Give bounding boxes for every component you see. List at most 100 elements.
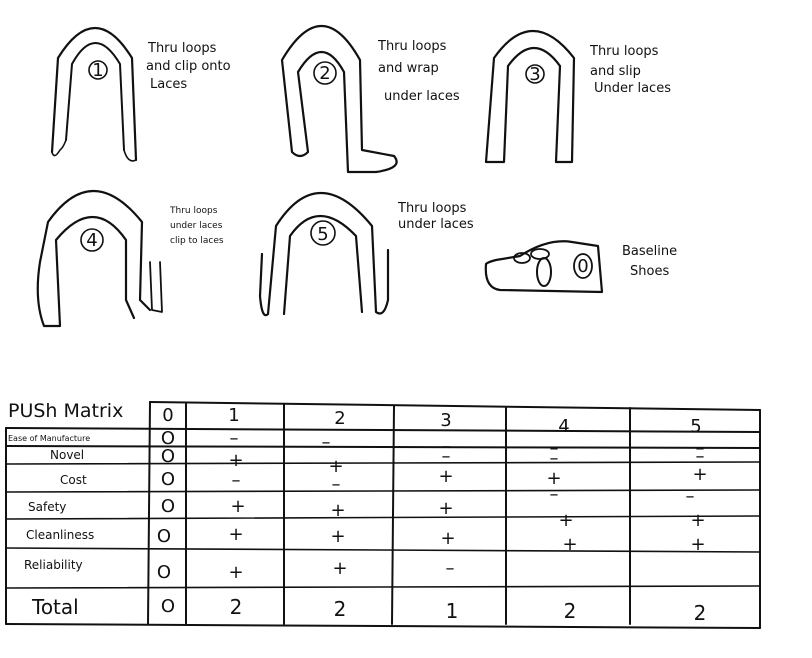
- matrix-cell: –: [230, 428, 239, 449]
- concept-5-number-circle: [310, 220, 336, 246]
- matrix-row-label: Reliability: [24, 558, 83, 572]
- concept-4-outer-outline: [36, 189, 152, 328]
- concept-1-number: 1: [92, 60, 103, 81]
- baseline-caption-line-2: Shoes: [630, 264, 669, 279]
- matrix-cell: +: [228, 524, 243, 545]
- concept-1-left-clip-tip: [51, 139, 67, 157]
- baseline-shoe: 0 Baseline Shoes: [484, 240, 677, 294]
- concept-3-number-circle: [525, 64, 545, 84]
- concept-1-outer-outline: [50, 27, 138, 162]
- matrix-cell: –: [446, 558, 455, 579]
- concept-4-right-clip: [149, 261, 163, 313]
- concept-1-right-clip-tip: [123, 149, 137, 162]
- concept-5-caption-line-1: Thru loops: [397, 201, 467, 216]
- concept-2-outer-outline: [280, 24, 398, 174]
- concept-3-caption-line-1: Thru loops: [589, 44, 659, 59]
- matrix-row-safety: Safety O + + + – –: [28, 484, 695, 521]
- matrix-cell: –: [550, 484, 559, 505]
- baseline-shoe-number: 0: [577, 256, 588, 277]
- matrix-cell: +: [230, 496, 245, 517]
- matrix-cell: –: [322, 432, 331, 453]
- matrix-cell: +: [228, 562, 243, 583]
- matrix-cell: –: [442, 446, 451, 467]
- concept-3-number: 3: [529, 64, 540, 85]
- concept-1-inner-outline: [65, 42, 125, 151]
- matrix-column-header: 5: [690, 416, 701, 437]
- concept-2-caption-line-2: and wrap: [378, 61, 439, 76]
- matrix-cell: –: [686, 486, 695, 507]
- baseline-caption-line-1: Baseline: [622, 244, 677, 259]
- concept-4: 4 Thru loops under laces clip to laces: [36, 189, 224, 328]
- concept-1-number-circle: [88, 60, 108, 80]
- matrix-cell: –: [550, 448, 559, 469]
- baseline-shoe-lace-loop-1: [513, 252, 531, 264]
- matrix-cell: O: [161, 496, 175, 517]
- matrix-row-ease-of-manufacture: Ease of Manufacture O – – – – –: [8, 428, 705, 459]
- concept-2-number: 2: [319, 63, 330, 84]
- matrix-cell: O: [157, 526, 171, 547]
- matrix-cell: +: [438, 466, 453, 487]
- matrix-cell: O: [161, 428, 175, 449]
- matrix-cell: –: [696, 446, 705, 467]
- matrix-cell: +: [692, 464, 707, 485]
- concept-3-caption-line-3: Under laces: [594, 81, 671, 96]
- matrix-cell: +: [330, 526, 345, 547]
- concept-4-caption-line-2: under laces: [170, 221, 223, 231]
- matrix-grid: [5, 401, 761, 629]
- matrix-cell: –: [550, 438, 559, 459]
- matrix-cell: O: [161, 469, 175, 490]
- matrix-cell: +: [328, 456, 343, 477]
- matrix-title: PUSh Matrix: [8, 400, 123, 422]
- matrix-cell: +: [330, 500, 345, 521]
- concept-3: 3 Thru loops and slip Under laces: [484, 30, 671, 164]
- matrix-total-label: Total: [31, 595, 79, 619]
- matrix-column-header: 2: [334, 408, 345, 429]
- concept-4-caption-line-1: Thru loops: [169, 206, 218, 216]
- matrix-row-cost: Cost O – – + + +: [60, 464, 708, 495]
- matrix-total-cell: 2: [334, 597, 347, 621]
- concept-4-number: 4: [86, 230, 97, 251]
- matrix-cell: +: [332, 558, 347, 579]
- matrix-total-cell: 2: [230, 595, 243, 619]
- concept-5-number: 5: [317, 224, 328, 245]
- matrix-row-label: Cost: [60, 473, 87, 487]
- matrix-cell: +: [440, 528, 455, 549]
- matrix-row-label: Novel: [50, 448, 84, 462]
- matrix-cell: –: [442, 436, 451, 457]
- matrix-row-novel: Novel O + + – – –: [50, 446, 705, 477]
- concept-2-caption-line-1: Thru loops: [377, 39, 447, 54]
- concept-5: 5 Thru loops under laces: [258, 191, 474, 317]
- matrix-cell: –: [696, 438, 705, 459]
- concept-2-number-circle: [313, 61, 337, 85]
- concept-4-caption-line-3: clip to laces: [170, 236, 224, 246]
- concept-3-caption-line-2: and slip: [590, 64, 641, 79]
- matrix-column-header: 4: [558, 416, 569, 437]
- matrix-row-label: Cleanliness: [26, 528, 94, 542]
- push-matrix: PUSh Matrix 0 1 2 3 4: [5, 400, 761, 629]
- matrix-total-cell: 2: [564, 599, 577, 623]
- concept-1: 1 Thru loops and clip onto Laces: [50, 27, 231, 162]
- matrix-total-cell: O: [161, 596, 175, 617]
- baseline-shoe-outline: [484, 240, 604, 294]
- matrix-row-label: Ease of Manufacture: [8, 434, 90, 443]
- concept-2-caption-line-3: under laces: [384, 89, 460, 104]
- concept-5-outer-outline: [258, 191, 390, 317]
- concept-1-caption-line-2: and clip onto: [146, 59, 231, 74]
- matrix-row-total: Total O 2 2 1 2 2: [31, 595, 706, 625]
- baseline-shoe-lace-bow: [536, 257, 552, 287]
- concept-2: 2 Thru loops and wrap under laces: [280, 24, 460, 174]
- matrix-row-reliability: Reliability O + + – + +: [24, 534, 706, 583]
- matrix-header-row: 0 1 2 3 4 5: [162, 405, 701, 437]
- matrix-row-label: Safety: [28, 500, 66, 514]
- matrix-cell: +: [438, 498, 453, 519]
- baseline-shoe-number-circle: [573, 253, 593, 279]
- concept-4-number-circle: [80, 228, 104, 252]
- matrix-cell: O: [157, 562, 171, 583]
- matrix-cell: +: [228, 450, 243, 471]
- concept-5-caption-line-2: under laces: [398, 217, 474, 232]
- matrix-cell: +: [562, 534, 577, 555]
- matrix-column-header: 3: [440, 410, 451, 431]
- matrix-cell: O: [161, 446, 175, 467]
- baseline-shoe-lace-loop-2: [530, 248, 550, 260]
